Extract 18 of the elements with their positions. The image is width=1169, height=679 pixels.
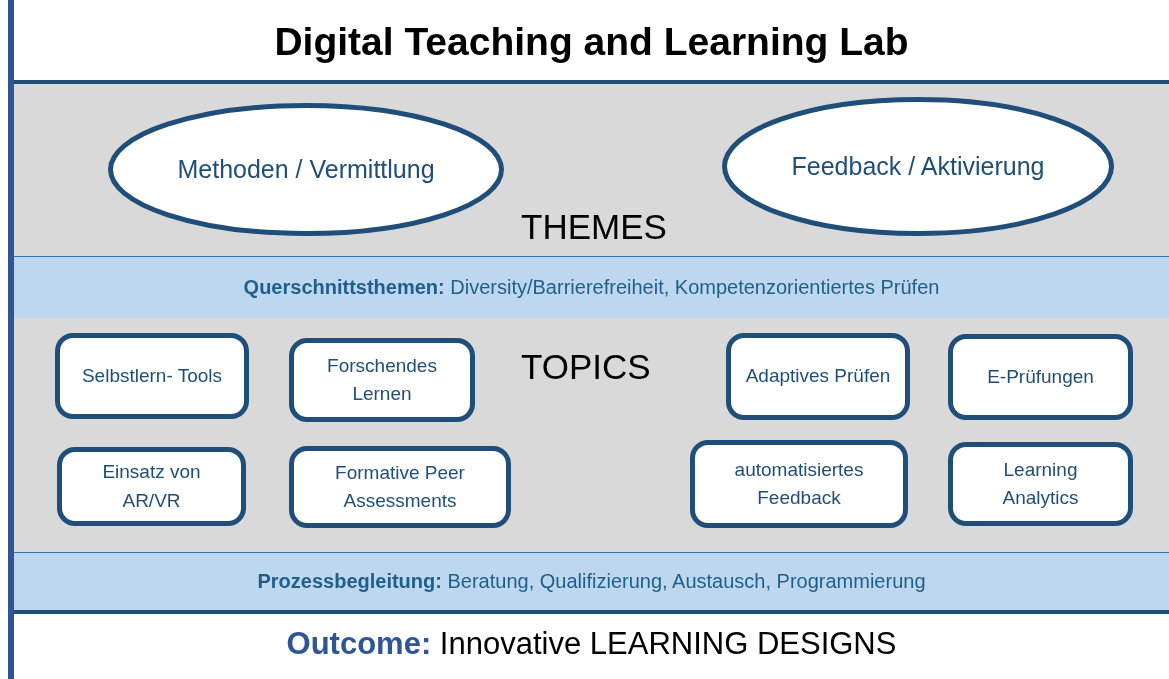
section-panel bbox=[14, 84, 1169, 256]
section-heading: TOPICS bbox=[521, 347, 651, 387]
topic-box: Learning Analytics bbox=[948, 442, 1133, 526]
diagram-title: Digital Teaching and Learning Lab bbox=[273, 20, 910, 64]
section-heading: THEMES bbox=[521, 207, 667, 247]
section-band: Prozessbegleitung: Beratung, Qualifizierung, Austausch, Programmierung bbox=[14, 552, 1169, 610]
theme-label: Methoden / Vermittlung bbox=[176, 154, 436, 186]
topic-box: Forschendes Lernen bbox=[289, 338, 475, 422]
topic-box: E-Prüfungen bbox=[948, 334, 1133, 420]
section-band: Querschnittsthemen: Diversity/Barrierefreiheit, Kompetenzorientiertes Prüfen bbox=[14, 256, 1169, 318]
section-panel bbox=[14, 318, 1169, 552]
theme-label: Feedback / Aktivierung bbox=[790, 151, 1046, 183]
topic-box: Einsatz von AR/VR bbox=[57, 447, 246, 526]
outcome-text: Outcome: Innovative LEARNING DESIGNS bbox=[285, 626, 898, 662]
topic-box: Formative Peer Assessments bbox=[289, 446, 511, 528]
topic-box: Adaptives Prüfen bbox=[726, 333, 910, 420]
topic-box: Selbstlern- Tools bbox=[55, 333, 249, 419]
topic-box: automatisiertes Feedback bbox=[690, 440, 908, 528]
